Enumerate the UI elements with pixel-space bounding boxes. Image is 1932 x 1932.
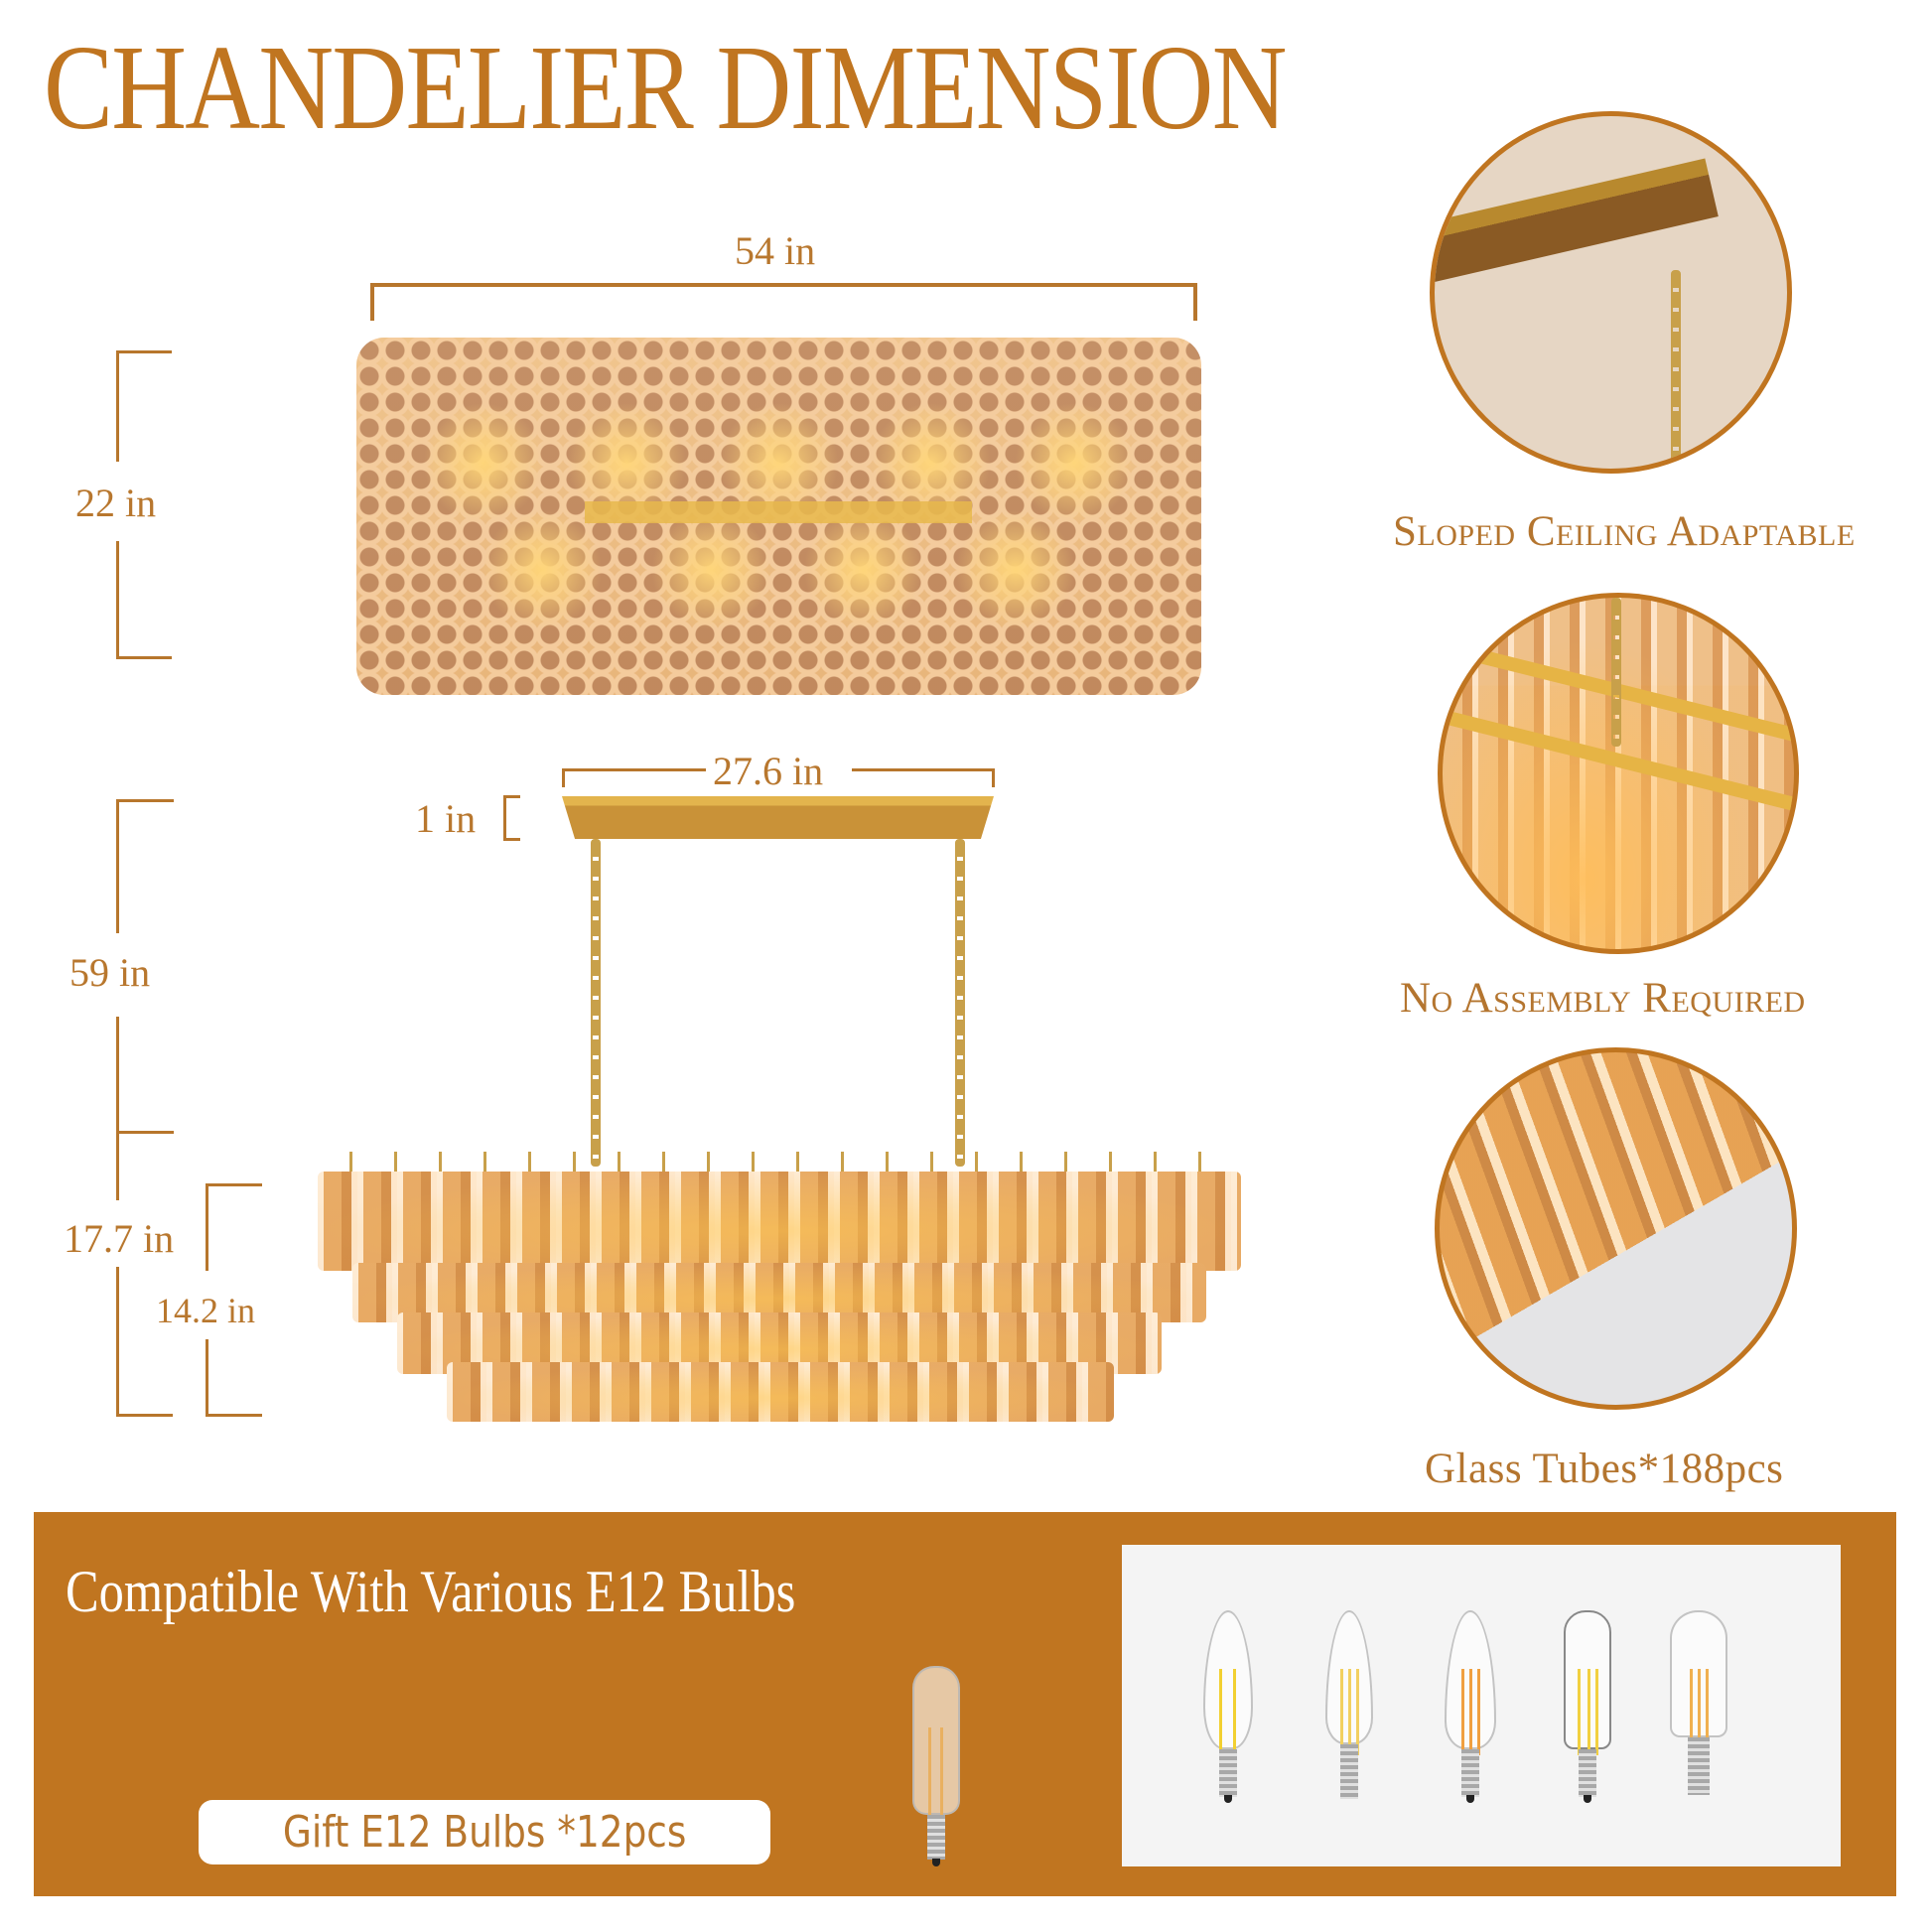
- overall-height-bracket-middle: [116, 1017, 119, 1200]
- chain: [1671, 270, 1681, 469]
- sloped-ceiling-photo: [1430, 111, 1792, 474]
- canopy-width-line-left: [562, 768, 706, 771]
- crystal-tier-4: [447, 1362, 1114, 1422]
- body-height-bracket-bottom: [116, 1414, 173, 1417]
- no-assembly-photo: [1438, 593, 1799, 954]
- chain-left: [591, 839, 601, 1167]
- chain: [1611, 598, 1621, 747]
- chain-right: [955, 839, 965, 1167]
- body-height-label: 17.7 in: [64, 1216, 175, 1261]
- feature-label-no-assembly: No Assembly Required: [1400, 975, 1806, 1022]
- canopy-height-bracket: [503, 795, 506, 841]
- gift-bulb-icon: [912, 1666, 960, 1869]
- width-dimension-tick-right: [1193, 283, 1197, 321]
- glass-tubes-photo: [1435, 1047, 1797, 1410]
- gift-bulbs-label: Gift E12 Bulbs *12pcs: [282, 1807, 687, 1858]
- gift-bulbs-badge: Gift E12 Bulbs *12pcs: [199, 1800, 770, 1864]
- height-bracket-upper: [116, 350, 119, 462]
- width-dimension-label: 54 in: [735, 228, 816, 273]
- compatible-bulbs-panel: [1122, 1545, 1841, 1866]
- banner-headline: Compatible With Various E12 Bulbs: [66, 1559, 796, 1624]
- canopy-bar: [1435, 158, 1719, 284]
- body-height-bracket-lower: [116, 1267, 119, 1416]
- overall-height-bracket-top: [116, 799, 174, 802]
- canopy-width-tick-right: [992, 768, 995, 787]
- tube-height-bracket-top: [206, 1183, 262, 1186]
- height-bracket-lower: [116, 541, 119, 658]
- canopy-height-bracket-bottom: [503, 838, 520, 841]
- ceiling-canopy: [562, 796, 994, 839]
- tubular-t8-bulb-icon: [1670, 1610, 1727, 1804]
- tube-height-bracket-upper: [206, 1183, 208, 1271]
- width-dimension-line: [370, 283, 1196, 287]
- tube-height-label: 14.2 in: [156, 1291, 256, 1330]
- tube-hooks: [328, 1152, 1231, 1173]
- candle-bulb-icon: [1325, 1610, 1373, 1804]
- feature-label-sloped-ceiling: Sloped Ceiling Adaptable: [1393, 508, 1856, 555]
- canopy-height-bracket-top: [503, 795, 520, 798]
- flame-tip-bulb-icon: [1203, 1610, 1253, 1804]
- height-bracket-bottom: [116, 656, 172, 659]
- chain-height-tick: [116, 1131, 174, 1134]
- height-dimension-label: 22 in: [75, 481, 157, 525]
- chandelier-top-view-image: [356, 338, 1201, 695]
- canopy-height-label: 1 in: [415, 796, 477, 841]
- tube-height-bracket-lower: [206, 1339, 208, 1416]
- canopy-width-tick-left: [562, 768, 565, 787]
- overall-height-bracket-upper: [116, 799, 119, 933]
- page-title: CHANDELIER DIMENSION: [44, 21, 1287, 155]
- candle-amber-bulb-icon: [1445, 1610, 1496, 1804]
- tubular-t6-bulb-icon: [1564, 1610, 1611, 1804]
- canopy-width-line-right: [852, 768, 995, 771]
- crystal-tier-1: [318, 1172, 1241, 1271]
- tube-height-bracket-bottom: [206, 1414, 262, 1417]
- height-bracket-top: [116, 350, 172, 353]
- chain-height-label: 59 in: [69, 950, 151, 995]
- width-dimension-tick-left: [370, 283, 374, 321]
- gold-frame: [585, 501, 972, 523]
- feature-label-glass-tubes: Glass Tubes*188pcs: [1425, 1446, 1784, 1492]
- canopy-width-label: 27.6 in: [713, 749, 824, 793]
